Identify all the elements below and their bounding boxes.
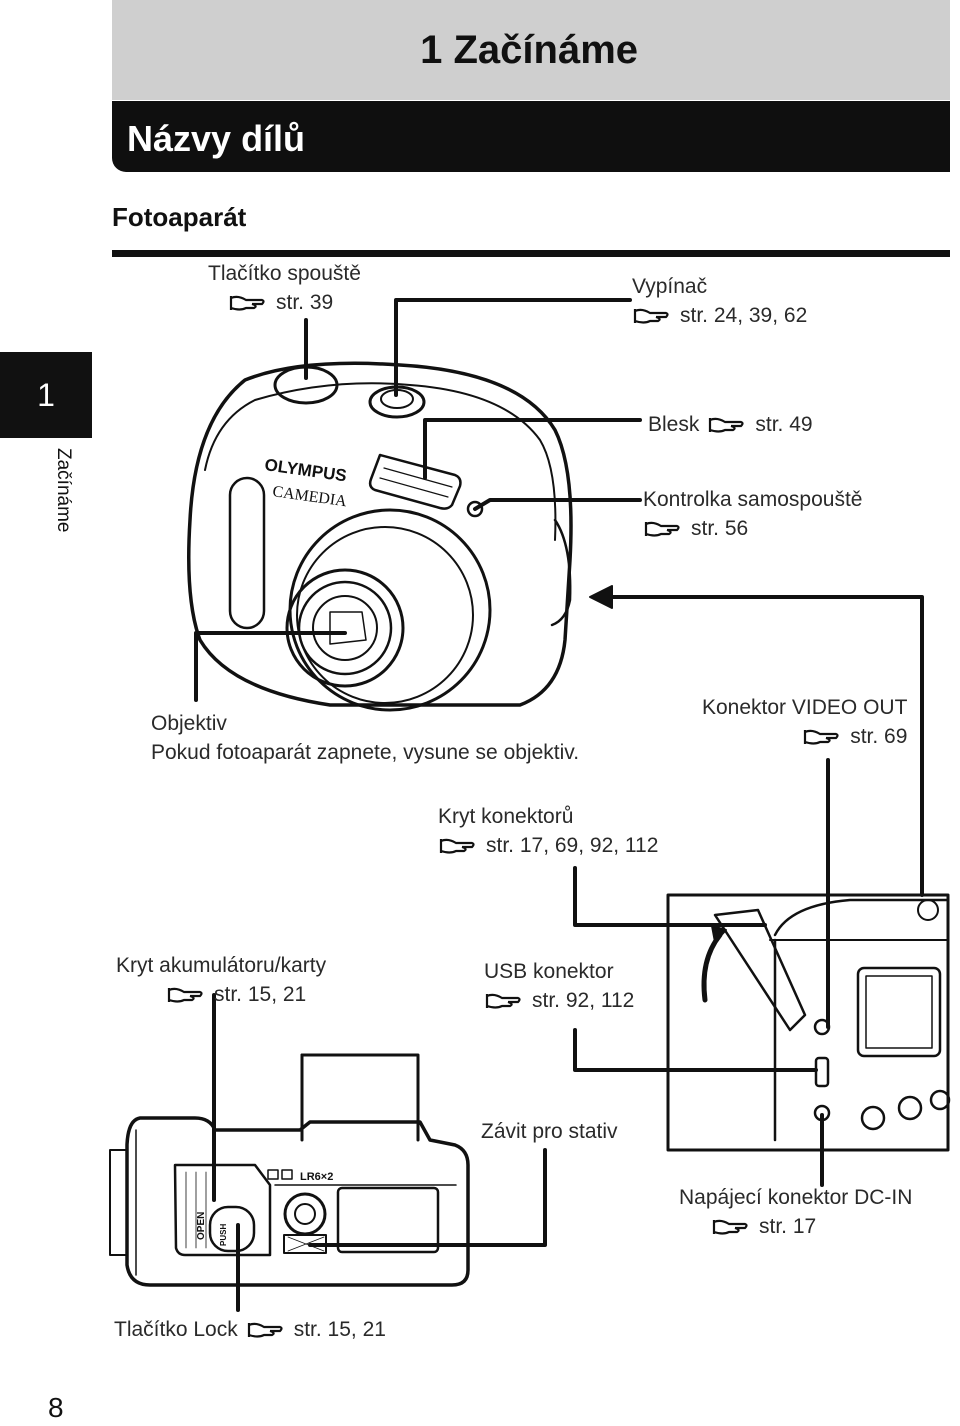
camera-model-text: CAMEDIA xyxy=(271,483,348,510)
page-ref-icon xyxy=(247,1322,283,1338)
video-out-ref: str. 69 xyxy=(850,725,908,748)
tripod-leader xyxy=(308,1148,547,1247)
connector-cover-name: Kryt konektorů xyxy=(438,805,574,828)
chapter-tab-number: 1 xyxy=(37,376,55,413)
usb-label: USB konektor str. 92, 112 xyxy=(484,957,634,1020)
page-ref-icon xyxy=(633,308,669,324)
selftimer-ref: str. 56 xyxy=(691,517,749,540)
open-marking: OPEN xyxy=(196,1212,207,1240)
dc-in-name: Napájecí konektor DC-IN xyxy=(679,1186,913,1209)
video-out-arrowhead xyxy=(589,585,613,609)
callout-lines xyxy=(194,298,924,1312)
battery-cover-label: Kryt akumulátoru/karty str. 15, 21 xyxy=(116,951,326,1014)
battery-cover-name: Kryt akumulátoru/karty xyxy=(116,954,327,977)
page-ref-icon xyxy=(439,838,475,854)
chapter-title: 1 Začínáme xyxy=(420,28,638,72)
shutter-label: Tlačítko spouště str. 39 xyxy=(208,259,361,322)
lens-name: Objektiv xyxy=(151,712,227,735)
shutter-ref: str. 39 xyxy=(276,291,334,314)
lock-ref: str. 15, 21 xyxy=(293,1318,386,1341)
power-name: Vypínač xyxy=(632,275,708,298)
chapter-header-bar xyxy=(112,0,950,100)
usb-ref: str. 92, 112 xyxy=(532,989,635,1012)
page-ref-icon xyxy=(644,521,680,537)
dc-in-label: Napájecí konektor DC-IN str. 17 xyxy=(679,1183,912,1246)
usb-leader xyxy=(573,1028,818,1072)
page-ref-icon xyxy=(485,993,521,1009)
dc-in-ref: str. 17 xyxy=(759,1215,817,1238)
flash-label: Blesk str. 49 xyxy=(648,410,813,439)
power-leader xyxy=(394,298,632,397)
camera-bottom-illustration xyxy=(109,1053,470,1287)
lens-note: Pokud fotoaparát zapnete, vysune se obje… xyxy=(151,741,580,764)
lock-label: Tlačítko Lock str. 15, 21 xyxy=(114,1315,386,1344)
power-label: Vypínač str. 24, 39, 62 xyxy=(632,272,807,335)
page-ref-icon xyxy=(804,729,839,745)
tripod-label: Závit pro stativ xyxy=(481,1117,618,1146)
page-ref-icon xyxy=(712,1219,748,1235)
section-header-bar xyxy=(112,101,950,172)
video-out-label: Konektor VIDEO OUT str. 69 xyxy=(702,693,907,756)
selftimer-name: Kontrolka samospouště xyxy=(643,488,863,511)
subsection-title: Fotoaparát xyxy=(112,202,247,232)
camera-side-detail xyxy=(666,893,951,1152)
connector-cover-leader xyxy=(573,866,767,927)
flash-name: Blesk xyxy=(648,413,700,436)
selftimer-label: Kontrolka samospouště str. 56 xyxy=(643,485,862,548)
power-ref: str. 24, 39, 62 xyxy=(680,304,808,327)
connector-cover-ref: str. 17, 69, 92, 112 xyxy=(486,834,659,857)
tripod-name: Závit pro stativ xyxy=(481,1120,618,1143)
selftimer-leader xyxy=(473,498,642,511)
page-number: 8 xyxy=(48,1392,64,1423)
battery-marking: LR6×2 xyxy=(300,1171,333,1183)
chapter-tab: 1 xyxy=(0,352,92,438)
video-out-name: Konektor VIDEO OUT xyxy=(702,696,908,719)
battery-cover-ref: str. 15, 21 xyxy=(214,983,307,1006)
flash-leader xyxy=(423,418,642,480)
lock-name: Tlačítko Lock xyxy=(114,1318,238,1341)
usb-name: USB konektor xyxy=(484,960,614,983)
camera-brand-text: OLYMPUS xyxy=(263,455,347,485)
page-ref-icon xyxy=(167,987,203,1003)
chapter-tab-label: Začínáme xyxy=(53,448,74,533)
push-marking: PUSH xyxy=(219,1224,228,1246)
connector-cover-label: Kryt konektorů str. 17, 69, 92, 112 xyxy=(438,802,658,865)
lens-leader xyxy=(194,631,347,702)
lens-label: Objektiv Pokud fotoaparát zapnete, vysun… xyxy=(151,709,579,767)
page-ref-icon xyxy=(709,417,744,433)
shutter-name: Tlačítko spouště xyxy=(208,262,361,285)
camera-front-illustration xyxy=(187,361,573,712)
video-out-leader xyxy=(606,595,924,897)
section-title: Názvy dílů xyxy=(127,118,306,159)
page-ref-icon xyxy=(229,295,265,311)
subsection-rule xyxy=(112,250,950,257)
flash-ref: str. 49 xyxy=(755,413,813,436)
